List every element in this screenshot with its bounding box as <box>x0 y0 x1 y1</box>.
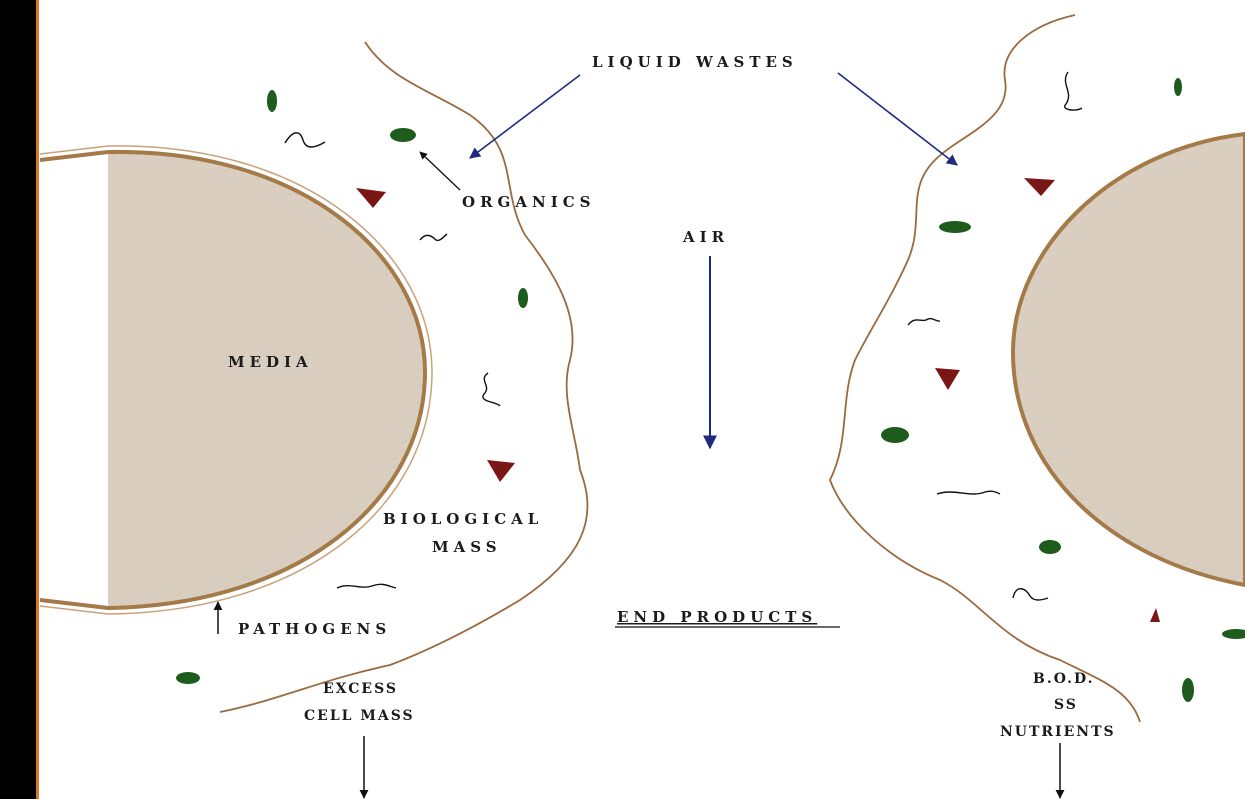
green-organism <box>939 221 971 233</box>
left-black-bar <box>0 0 36 799</box>
squiggle-organism <box>420 234 447 240</box>
label-air: AIR <box>682 228 729 246</box>
label-ss: SS <box>1054 697 1078 713</box>
left-media-stone <box>40 146 432 614</box>
label-excess: EXCESS <box>323 681 398 697</box>
label-media: MEDIA <box>228 353 313 371</box>
label-pathogens: PATHOGENS <box>238 620 391 638</box>
green-organism <box>176 672 200 684</box>
squiggle-organism <box>285 133 325 147</box>
squiggle-organism <box>908 319 940 325</box>
green-organism <box>518 288 528 308</box>
squiggle-organism <box>1013 589 1048 600</box>
red-organism <box>1150 608 1160 622</box>
squiggle-organism <box>337 584 396 588</box>
red-organism <box>487 460 515 482</box>
label-end-products: END PRODUCTS <box>617 608 817 626</box>
red-organism <box>356 188 386 208</box>
label-biological-mass-line1: BIOLOGICAL <box>383 510 543 528</box>
green-organism <box>390 128 416 142</box>
label-organics: ORGANICS <box>462 193 595 211</box>
green-organism <box>881 427 909 443</box>
label-cell-mass: CELL MASS <box>304 708 415 724</box>
red-organism <box>1024 178 1055 196</box>
organics-arrow <box>420 152 460 190</box>
label-nutrients: NUTRIENTS <box>1000 724 1116 740</box>
green-organism <box>1222 629 1245 639</box>
label-biological-mass-line2: MASS <box>432 538 502 556</box>
squiggle-organism <box>483 373 500 406</box>
liquid-wastes-left-arrow <box>470 75 580 158</box>
green-organism <box>1039 540 1061 554</box>
green-organism <box>267 90 277 112</box>
liquid-wastes-right-arrow <box>838 73 957 165</box>
green-organism <box>1174 78 1182 96</box>
label-liquid-wastes: LIQUID WASTES <box>592 53 798 71</box>
squiggle-organism <box>1065 72 1082 110</box>
squiggle-organism <box>937 491 1000 494</box>
label-bod: B.O.D. <box>1033 671 1094 687</box>
green-organism <box>1182 678 1194 702</box>
right-media-stone <box>1013 134 1245 585</box>
red-organism <box>935 368 960 390</box>
